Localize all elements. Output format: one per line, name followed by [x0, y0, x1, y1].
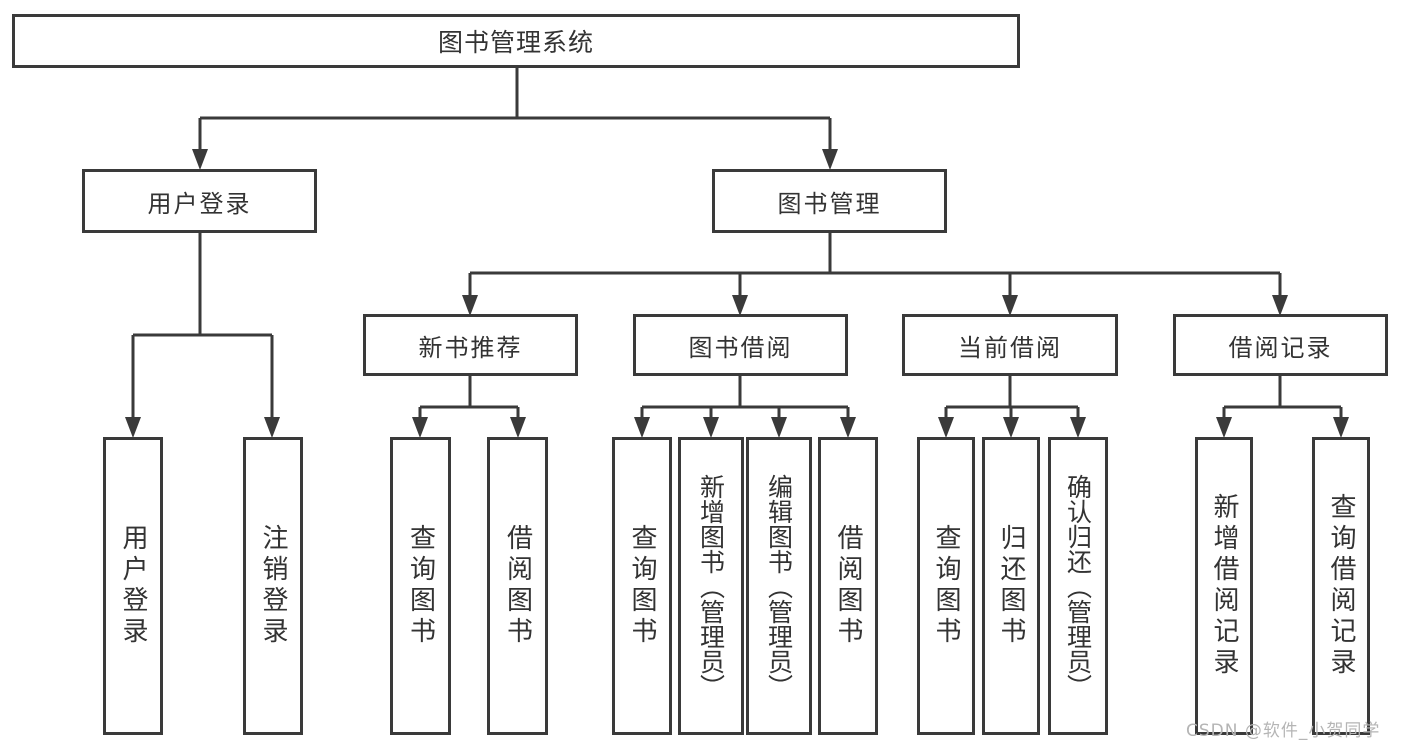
leaf-label: 借阅图书: [833, 524, 863, 648]
node-label: 用户登录: [147, 189, 252, 218]
csdn-watermark: CSDN @软件_小贺同学: [1186, 721, 1381, 741]
leaf-return-book: 归还图书: [982, 437, 1040, 735]
node-label: 图书管理: [777, 189, 882, 218]
node-label: 当前借阅: [958, 333, 1062, 362]
leaf-user-login: 用户登录: [103, 437, 163, 735]
leaf-add-book-admin: 新增图书（管理员）: [678, 437, 744, 735]
leaf-label: 归还图书: [996, 524, 1026, 648]
connector-lines: [131, 68, 1343, 418]
leaf-label: 查询图书: [931, 524, 961, 648]
leaf-label: 新增借阅记录: [1209, 493, 1239, 679]
leaf-confirm-return-admin: 确认归还（管理员）: [1048, 437, 1108, 735]
node-book-borrowing: 图书借阅: [633, 314, 848, 376]
leaf-borrow-books-2: 借阅图书: [818, 437, 878, 735]
node-borrowing-records: 借阅记录: [1173, 314, 1388, 376]
node-new-book-recommend: 新书推荐: [363, 314, 578, 376]
node-label: 新书推荐: [418, 333, 523, 362]
leaf-label: 注销登录: [258, 524, 288, 648]
leaf-label: 查询图书: [405, 524, 436, 648]
leaf-label: 用户登录: [118, 524, 148, 648]
node-library-management-system: 图书管理系统: [12, 14, 1020, 68]
node-current-borrowing: 当前借阅: [902, 314, 1118, 376]
node-book-management: 图书管理: [712, 169, 947, 233]
node-user-login-branch: 用户登录: [82, 169, 317, 233]
leaf-query-borrow-record: 查询借阅记录: [1312, 437, 1370, 735]
leaf-label: 查询借阅记录: [1326, 493, 1356, 679]
node-label: 图书管理系统: [437, 28, 594, 57]
leaf-label: 借阅图书: [502, 524, 533, 648]
leaf-add-borrow-record: 新增借阅记录: [1195, 437, 1253, 735]
node-label: 借阅记录: [1228, 333, 1333, 362]
leaf-label: 查询图书: [627, 524, 657, 648]
leaf-query-books-3: 查询图书: [917, 437, 975, 735]
leaf-label: 新增图书（管理员）: [696, 473, 726, 699]
node-label: 图书借阅: [688, 333, 793, 362]
leaf-borrow-books-1: 借阅图书: [487, 437, 548, 735]
leaf-query-books-2: 查询图书: [612, 437, 672, 735]
leaf-query-books-1: 查询图书: [390, 437, 451, 735]
leaf-label: 编辑图书（管理员）: [764, 473, 794, 699]
leaf-edit-book-admin: 编辑图书（管理员）: [746, 437, 812, 735]
leaf-logout: 注销登录: [243, 437, 303, 735]
leaf-label: 确认归还（管理员）: [1063, 473, 1093, 699]
